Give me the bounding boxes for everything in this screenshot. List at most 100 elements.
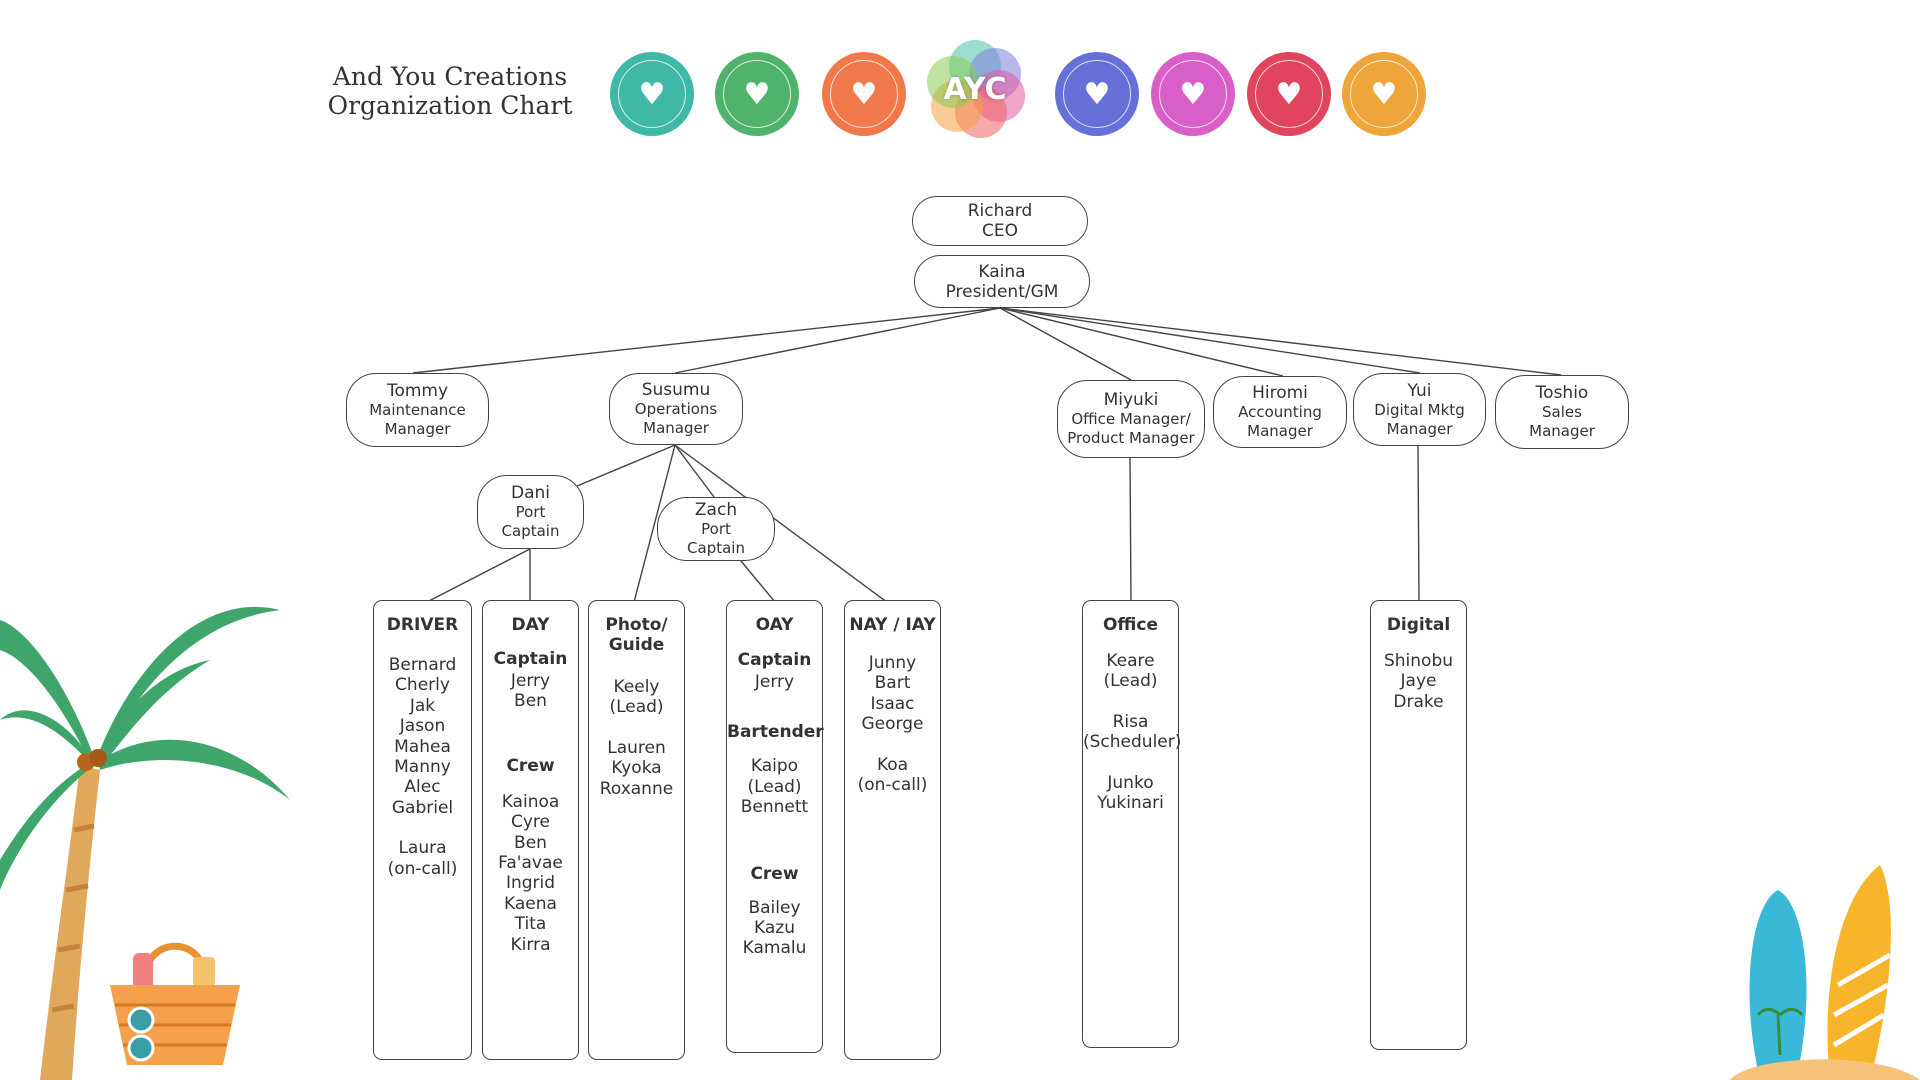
team-member-note: (on-call) — [387, 858, 458, 879]
team-member: Gabriel — [391, 797, 454, 818]
team-member: Lauren — [607, 737, 666, 758]
line-kaina-tommy — [412, 307, 1001, 374]
team-day[interactable]: DAY Captain Jerry Ben Crew Kainoa Cyre B… — [482, 600, 579, 1060]
captain-name: Zach — [694, 500, 738, 520]
team-member: Kamalu — [742, 938, 807, 959]
team-member: Manny — [394, 757, 451, 778]
team-member: Koa — [876, 754, 909, 775]
team-member: Yukinari — [1097, 793, 1164, 814]
manager-node-susumu[interactable]: Susumu Operations Manager — [609, 373, 743, 445]
team-title: DAY — [511, 615, 550, 635]
team-member: Drake — [1393, 691, 1444, 712]
manager-node-tommy[interactable]: Tommy Maintenance Manager — [346, 373, 489, 447]
team-driver[interactable]: DRIVER Bernard Cherly Jak Jason Mahea Ma… — [373, 600, 472, 1060]
team-digital[interactable]: Digital Shinobu Jaye Drake — [1370, 600, 1467, 1050]
team-member-note: (Scheduler) — [1083, 732, 1182, 753]
team-member-note: (Lead) — [1103, 671, 1158, 692]
manager-role: Manager — [384, 420, 451, 438]
team-member-note: (Lead) — [609, 697, 664, 718]
treasure-badge-icon: ♥ — [1342, 52, 1426, 136]
manager-role: Product Manager — [1067, 429, 1195, 447]
team-subheading: Crew — [750, 863, 799, 884]
team-office[interactable]: Office Keare (Lead) Risa (Scheduler) Jun… — [1082, 600, 1182, 1048]
team-oay[interactable]: OAY Captain Jerry Bartender Kaipo (Lead)… — [726, 600, 824, 1053]
manager-role: Accounting — [1238, 403, 1322, 421]
team-member: Bernard — [388, 655, 457, 675]
line-miyuki-office — [1129, 457, 1132, 603]
team-member: Jerry — [510, 671, 551, 691]
line-susumu-nay — [674, 444, 893, 607]
president-node[interactable]: Kaina President/GM — [914, 255, 1090, 308]
captain-node-dani[interactable]: Dani Port Captain — [477, 475, 584, 549]
team-member: Shinobu — [1383, 651, 1454, 671]
team-member-note: (Lead) — [747, 776, 802, 797]
manager-node-miyuki[interactable]: Miyuki Office Manager/ Product Manager — [1057, 380, 1205, 458]
surfboards-icon — [1730, 865, 1920, 1080]
team-title: Digital — [1386, 615, 1451, 635]
line-kaina-toshio — [999, 307, 1562, 376]
team-subheading: Captain — [737, 650, 812, 670]
team-subheading: Captain — [493, 649, 568, 669]
beach-bag-icon — [110, 942, 240, 1065]
captain-node-zach[interactable]: Zach Port Captain — [657, 497, 775, 561]
team-member: Kaipo — [750, 756, 799, 777]
team-subheading: Bartender — [727, 722, 824, 743]
captain-role: Captain — [687, 539, 745, 557]
line-kaina-yui — [999, 307, 1421, 374]
captain-role: Port — [515, 503, 546, 521]
manager-name: Susumu — [641, 380, 711, 400]
heart-icon: ♥ — [618, 60, 686, 128]
president-role: President/GM — [945, 281, 1059, 302]
ceo-role: CEO — [982, 221, 1018, 241]
ayc-logo-text: AYC — [943, 72, 1007, 107]
ocean-badge-icon: ♥ — [1055, 52, 1139, 136]
manager-node-yui[interactable]: Yui Digital Mktg Manager — [1353, 373, 1486, 446]
chart-title: And You Creations Organization Chart — [320, 62, 580, 120]
heart-icon: ♥ — [723, 60, 791, 128]
team-title: Photo/ — [605, 615, 668, 635]
chart-title-line1: And You Creations — [332, 62, 568, 91]
team-subheading: Crew — [506, 755, 555, 776]
ceo-name: Richard — [967, 201, 1033, 221]
line-zach-oay — [740, 560, 776, 603]
ceo-node[interactable]: Richard CEO — [912, 196, 1088, 246]
team-member: Keely — [613, 677, 660, 697]
team-member: Bailey — [748, 897, 801, 918]
team-member: Kirra — [510, 934, 551, 955]
team-member: Mahea — [394, 736, 451, 757]
team-member: Kainoa — [501, 791, 560, 812]
dream-badge-icon: ♥ — [1151, 52, 1235, 136]
heart-icon: ♥ — [1350, 60, 1418, 128]
manager-node-hiromi[interactable]: Hiromi Accounting Manager — [1213, 376, 1347, 448]
team-nay-iay[interactable]: NAY / IAY Junny Bart Isaac George Koa (o… — [844, 600, 941, 1060]
captain-role: Captain — [501, 522, 560, 540]
heart-icon: ♥ — [1063, 60, 1131, 128]
heart-badge-icon: ♥ — [1247, 52, 1331, 136]
manager-name: Miyuki — [1103, 390, 1159, 410]
manager-role: Manager — [1386, 419, 1453, 438]
manager-role: Office Manager/ — [1071, 410, 1191, 428]
team-member: Roxanne — [599, 778, 674, 799]
dolphins-badge-icon: ♥ — [610, 52, 694, 136]
team-member: Junny — [868, 653, 917, 673]
team-member: George — [861, 714, 924, 735]
team-member: Laura — [398, 838, 447, 859]
manager-role: Maintenance — [369, 401, 466, 419]
team-title: Office — [1102, 615, 1159, 635]
manager-name: Toshio — [1535, 383, 1589, 403]
heart-icon: ♥ — [830, 60, 898, 128]
team-title: OAY — [755, 615, 794, 635]
manager-name: Hiromi — [1252, 383, 1308, 403]
team-member: Bart — [874, 673, 911, 694]
line-kaina-miyuki — [999, 307, 1132, 381]
team-member: Jason — [399, 716, 446, 737]
line-kaina-susumu — [674, 307, 1001, 374]
manager-node-toshio[interactable]: Toshio Sales Manager — [1495, 375, 1629, 449]
palm-tree-icon — [0, 606, 290, 1080]
team-member: Fa'avae — [498, 853, 563, 874]
team-member: Ingrid — [505, 873, 556, 894]
president-name: Kaina — [978, 261, 1026, 282]
manager-role: Digital Mktg — [1374, 400, 1465, 419]
team-photo-guide[interactable]: Photo/ Guide Keely (Lead) Lauren Kyoka R… — [588, 600, 685, 1060]
team-title: NAY / IAY — [849, 615, 936, 635]
